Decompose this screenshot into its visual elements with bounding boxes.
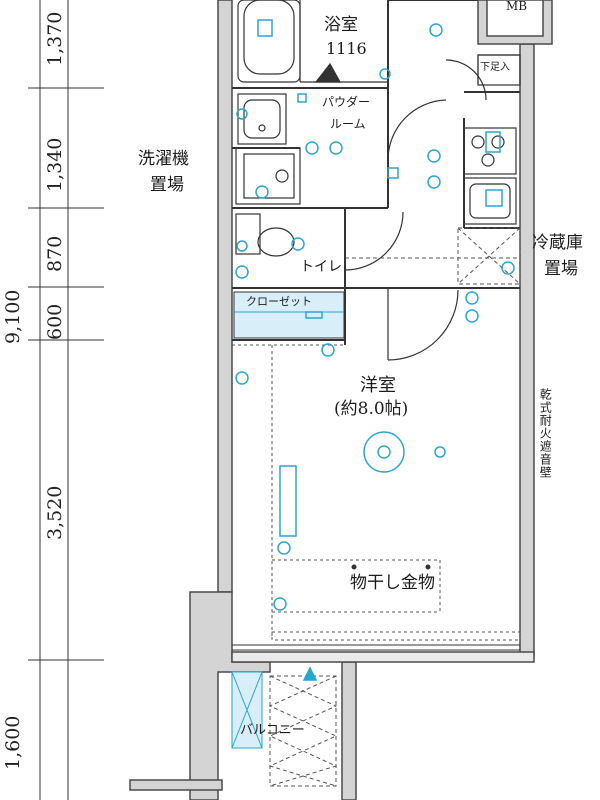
closet-label: クローゼット xyxy=(246,295,312,308)
vanity-sink xyxy=(237,93,287,145)
dim-segment-3520: 3,520 xyxy=(44,485,66,540)
dim-segment-1600: 1,600 xyxy=(2,715,24,770)
dimension-lines xyxy=(28,0,104,800)
bathroom-label: 浴室 xyxy=(324,15,358,35)
washer-label-2: 置場 xyxy=(150,175,184,195)
kitchen xyxy=(463,127,517,225)
fridge-label-2: 置場 xyxy=(544,259,578,279)
bathroom-size-label: 1116 xyxy=(326,39,367,58)
drying-hooks xyxy=(351,564,431,570)
dim-segment-1370: 1,370 xyxy=(44,11,66,66)
dim-segment-870: 870 xyxy=(44,235,66,272)
balcony-label: バルコニー xyxy=(240,723,305,738)
powder-room-label-1: パウダー xyxy=(322,95,371,109)
meter-box-label: MB xyxy=(506,0,528,13)
western-room-label: 洋室 xyxy=(360,375,396,396)
dim-total: 9,100 xyxy=(2,289,24,344)
room-dashed xyxy=(232,344,521,641)
shoe-box-label: 下足入 xyxy=(480,62,510,73)
balcony-dashed xyxy=(268,675,338,787)
bathtub xyxy=(237,0,388,83)
walls xyxy=(129,0,553,800)
western-room-size-label: (約8.0帖) xyxy=(334,399,409,419)
dry-partition-label: 乾式耐火遮音壁 xyxy=(538,388,553,479)
dim-segment-600: 600 xyxy=(44,303,66,340)
toilet-label: トイレ xyxy=(300,259,342,275)
balcony-hatch xyxy=(231,671,263,749)
fridge-label-1: 冷蔵庫 xyxy=(532,233,583,253)
drying-hardware-label: 物干し金物 xyxy=(350,573,435,593)
doors xyxy=(344,54,521,361)
toilet xyxy=(235,213,295,257)
fridge-space xyxy=(345,227,521,285)
washing-machine xyxy=(235,147,301,205)
sliding-window xyxy=(232,644,520,651)
powder-room-label-2: ルーム xyxy=(330,117,366,131)
dim-segment-1340: 1,340 xyxy=(44,137,66,192)
closet xyxy=(233,291,345,339)
electrical-fixtures xyxy=(235,19,515,681)
washer-label-1: 洗濯機 xyxy=(138,149,189,169)
